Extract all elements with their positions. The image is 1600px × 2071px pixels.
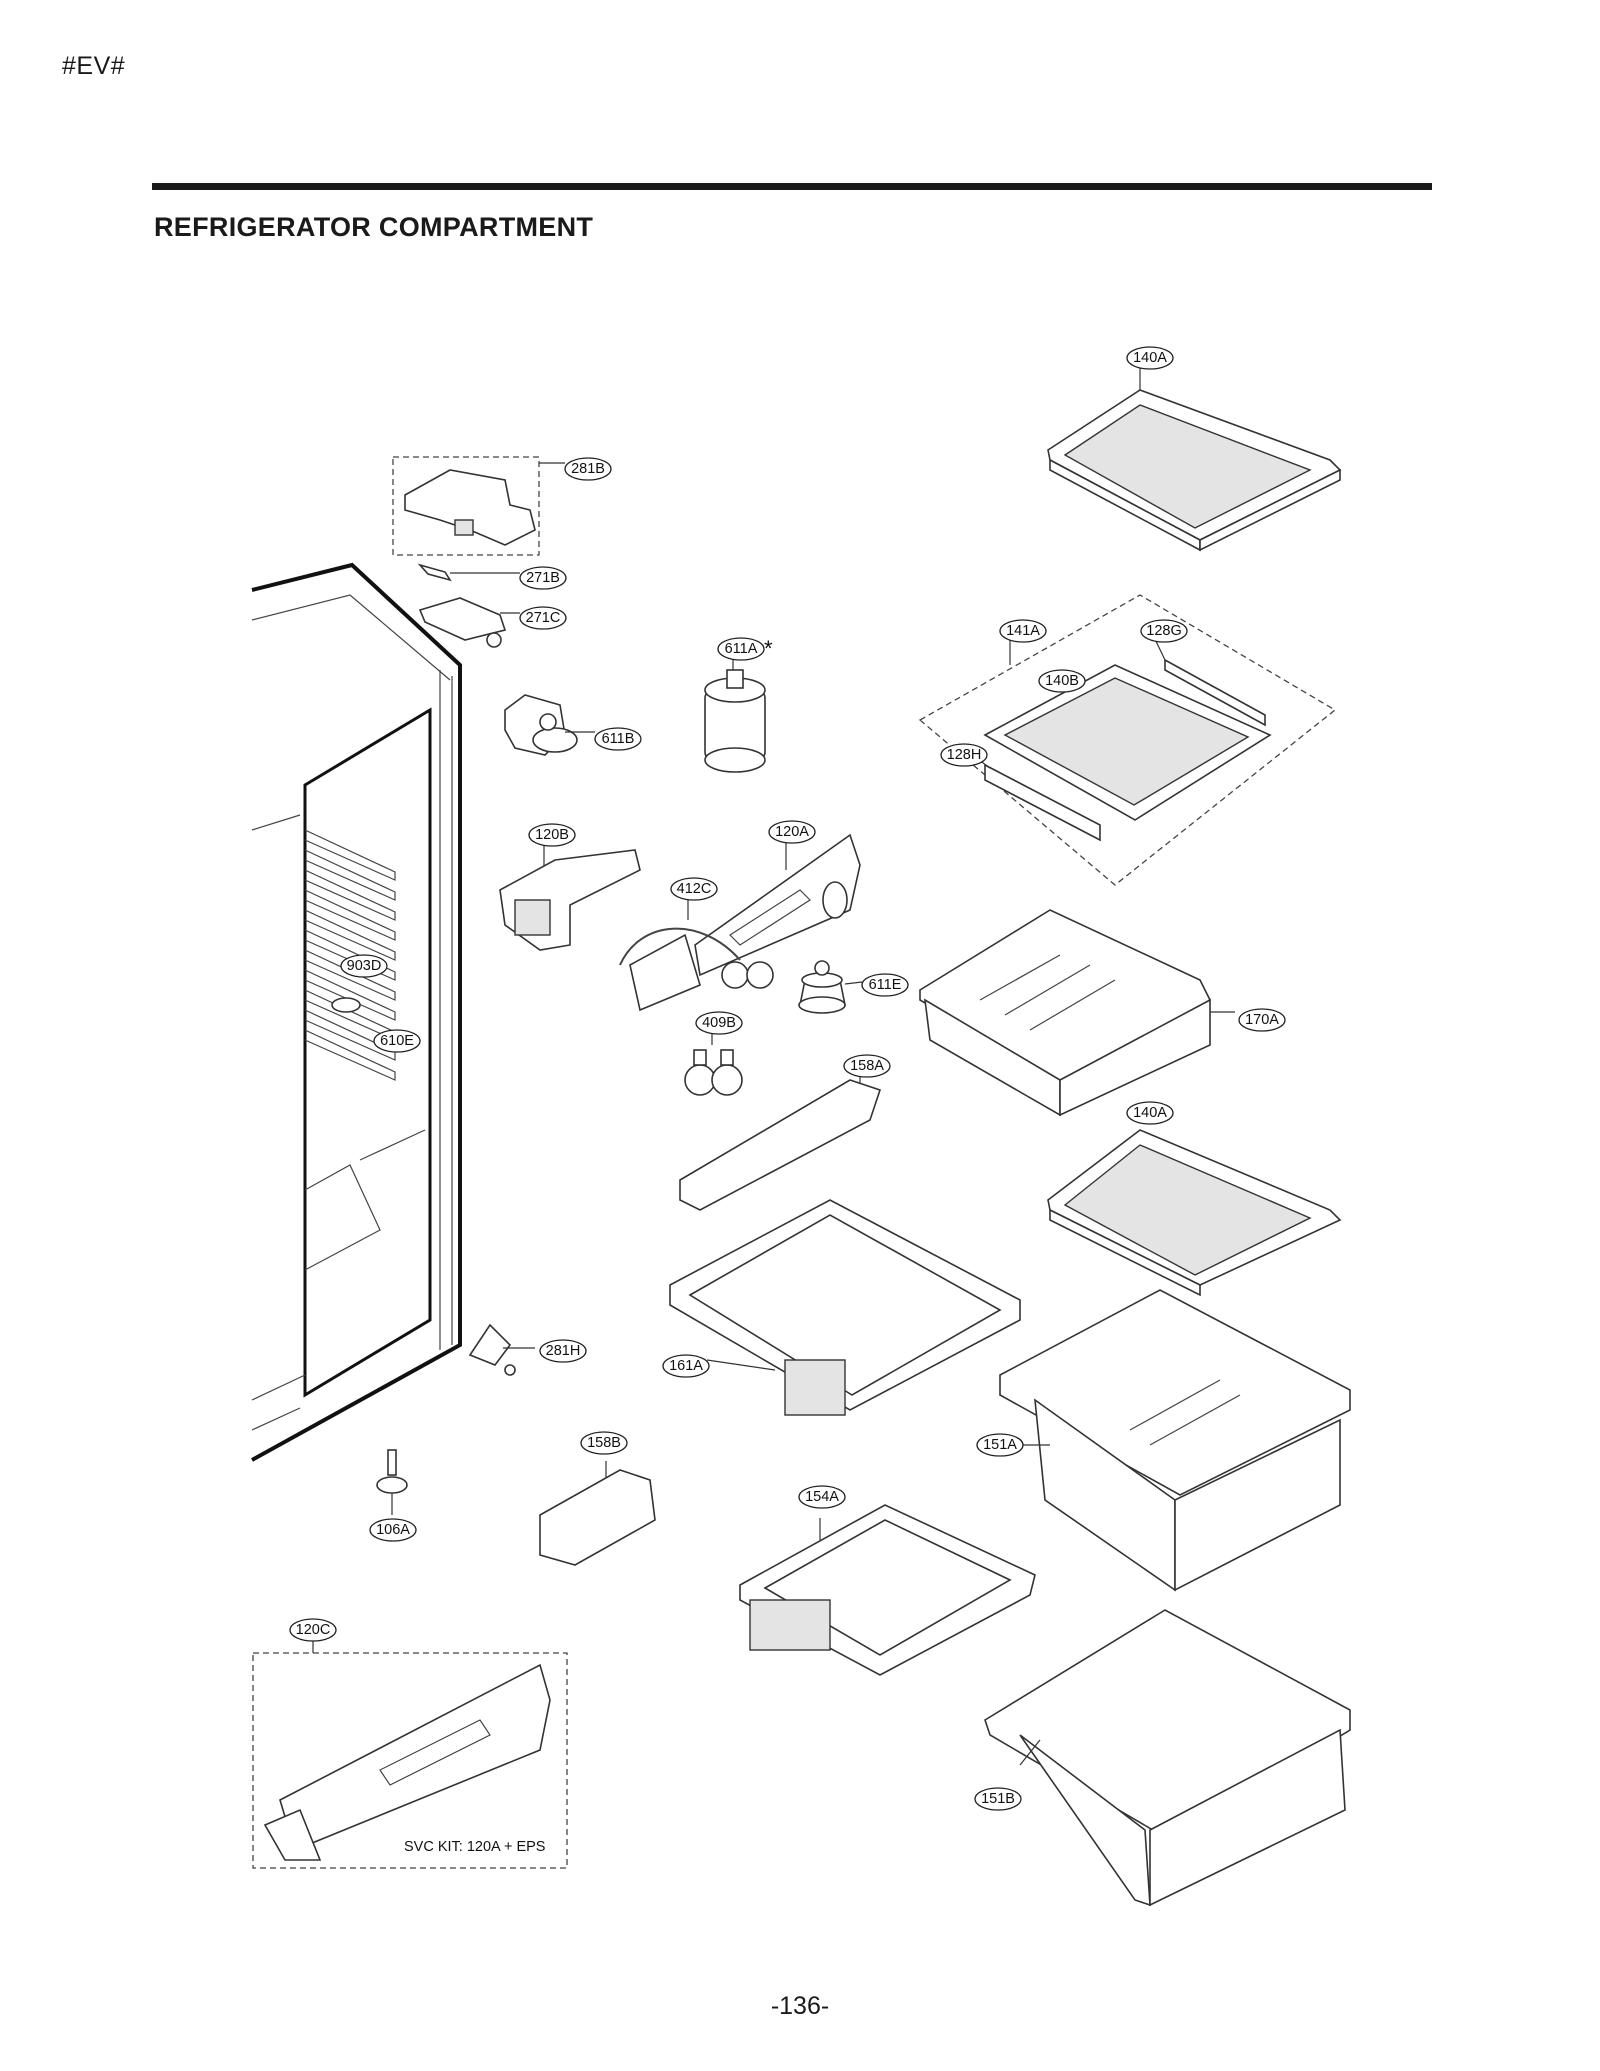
part-140a-top-shelf: [1047, 366, 1342, 552]
section-title: REFRIGERATOR COMPARTMENT: [154, 212, 594, 242]
part-412c-harness: [619, 896, 774, 1012]
part-106a-leveler: [376, 1449, 408, 1515]
svg-text:611E: 611E: [869, 977, 902, 993]
callout-106a: 106A: [369, 1518, 417, 1542]
svg-text:412C: 412C: [677, 881, 712, 897]
header-tag: #EV#: [62, 52, 126, 80]
callout-151a: 151A: [976, 1433, 1024, 1457]
callout-611b: 611B: [594, 727, 642, 751]
callout-140a-mid: 140A: [1126, 1101, 1174, 1125]
part-611b-filter-head: [504, 694, 595, 756]
part-281b-cover: [392, 456, 565, 556]
part-158b-cover: [539, 1461, 656, 1566]
callout-151b: 151B: [974, 1787, 1022, 1811]
callout-412c: 412C: [670, 877, 718, 901]
callout-271b: 271B: [519, 566, 567, 590]
callout-611a: 611A: [717, 637, 765, 661]
svg-text:120A: 120A: [775, 824, 809, 840]
svg-text:281H: 281H: [546, 1343, 581, 1359]
part-120b-housing: [499, 836, 641, 951]
callout-903d: 903D: [340, 954, 388, 978]
part-141a-shelf-assembly: [918, 594, 1337, 886]
callout-120b: 120B: [528, 823, 576, 847]
callout-128g: 128G: [1140, 619, 1188, 643]
part-154a-shelf: [739, 1504, 1036, 1676]
svg-text:141A: 141A: [1006, 623, 1040, 639]
part-120c-service-kit: [252, 1640, 568, 1869]
lamp-socket: [331, 997, 361, 1013]
svg-text:158A: 158A: [850, 1058, 884, 1074]
svg-text:271B: 271B: [526, 570, 560, 586]
callout-281h: 281H: [539, 1339, 587, 1363]
callout-610e: 610E: [373, 1029, 421, 1053]
part-409b-bulbs: [684, 1030, 743, 1096]
callout-611e: 611E: [861, 973, 909, 997]
part-140a-mid-shelf: [1047, 1129, 1342, 1297]
svg-text:140A: 140A: [1133, 350, 1167, 366]
svg-text:903D: 903D: [347, 958, 382, 974]
svc-kit-note: SVC KIT: 120A + EPS: [404, 1839, 545, 1855]
part-151b-drawer: [984, 1609, 1351, 1907]
callout-281b: 281B: [564, 457, 612, 481]
part-281h-hinge: [468, 1323, 535, 1376]
callout-120a: 120A: [768, 820, 816, 844]
part-151a-drawer: [999, 1289, 1351, 1592]
part-271c-bracket: [418, 597, 520, 648]
part-170a-drawer: [919, 909, 1235, 1117]
callout-409b: 409B: [695, 1011, 743, 1035]
svg-text:106A: 106A: [376, 1522, 410, 1538]
callout-140b: 140B: [1038, 669, 1086, 693]
svg-text:128H: 128H: [947, 747, 982, 763]
callout-120c: 120C: [289, 1618, 337, 1642]
svg-text:154A: 154A: [805, 1489, 839, 1505]
svg-text:610E: 610E: [380, 1033, 414, 1049]
svg-text:120B: 120B: [535, 827, 569, 843]
part-611a-filter: [704, 655, 766, 773]
part-120a-light-cover: [694, 833, 861, 977]
svg-text:120C: 120C: [296, 1622, 331, 1638]
svg-text:158B: 158B: [587, 1435, 621, 1451]
svg-text:140A: 140A: [1133, 1105, 1167, 1121]
page-number: -136-: [770, 1992, 830, 2020]
callout-271c: 271C: [519, 606, 567, 630]
part-161a-shelf: [669, 1199, 1021, 1416]
svg-text:151B: 151B: [981, 1791, 1015, 1807]
svg-text:161A: 161A: [669, 1358, 703, 1374]
part-271b-spring: [417, 563, 520, 582]
svg-text:611A: 611A: [725, 641, 758, 657]
callout-161a: 161A: [662, 1354, 710, 1378]
asterisk-mark: *: [764, 636, 773, 661]
svg-text:281B: 281B: [571, 461, 605, 477]
callout-158a: 158A: [843, 1054, 891, 1078]
svg-text:151A: 151A: [983, 1437, 1017, 1453]
title-rule: [152, 183, 1432, 190]
svg-text:170A: 170A: [1245, 1012, 1279, 1028]
callout-140a-top: 140A: [1126, 346, 1174, 370]
callout-158b: 158B: [580, 1431, 628, 1455]
refrigerator-cabinet: [251, 562, 462, 1462]
callout-128h: 128H: [940, 743, 988, 767]
svg-text:409B: 409B: [702, 1015, 736, 1031]
callout-141a: 141A: [999, 619, 1047, 643]
callout-154a: 154A: [798, 1485, 846, 1509]
svg-text:611B: 611B: [602, 731, 635, 747]
svg-text:140B: 140B: [1045, 673, 1079, 689]
svg-text:271C: 271C: [526, 610, 561, 626]
part-611e-cap: [798, 960, 863, 1014]
svg-text:128G: 128G: [1146, 623, 1181, 639]
callout-170a: 170A: [1238, 1008, 1286, 1032]
